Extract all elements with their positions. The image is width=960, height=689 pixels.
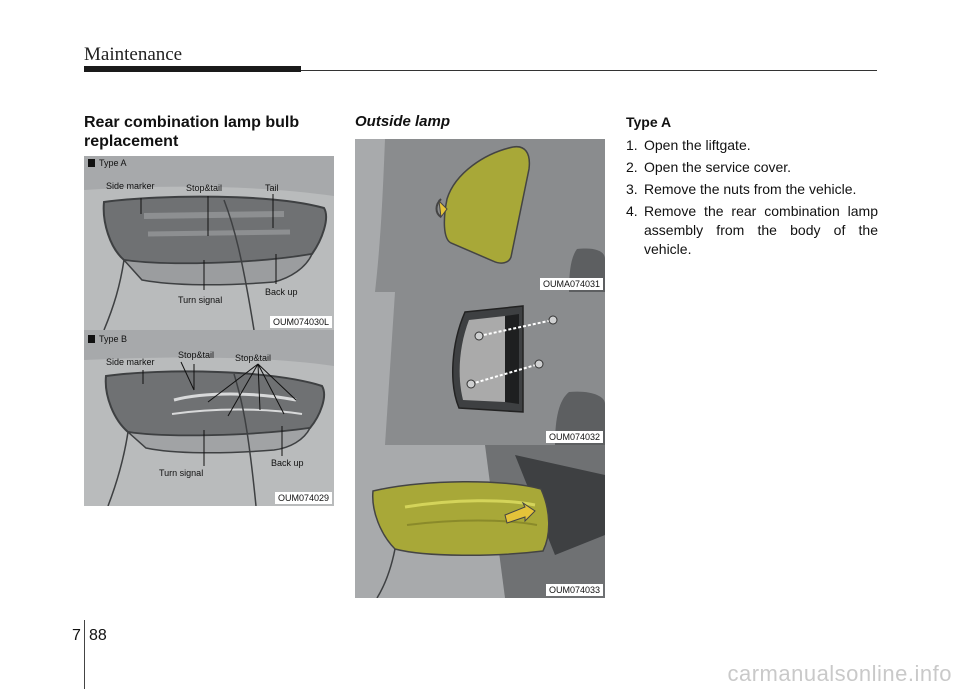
callout-side-marker: Side marker [106, 357, 155, 367]
step-text: Remove the rear combination lamp assembl… [644, 203, 878, 257]
main-heading: Rear combination lamp bulb replacement [84, 114, 300, 150]
step-text: Remove the nuts from the vehicle. [644, 181, 857, 197]
procedure-steps: Type A 1. Open the liftgate. 2. Open the… [626, 113, 878, 262]
callout-back-up: Back up [265, 287, 298, 297]
callout-turn-signal: Turn signal [159, 468, 204, 478]
callout-back-up: Back up [271, 458, 304, 468]
type-marker [88, 159, 95, 167]
figure-type-b: Type B Side marker Stop&tail Stop&tail T… [84, 330, 334, 506]
section-title: Maintenance [84, 44, 183, 65]
step-number: 3. [626, 181, 638, 197]
header-rule-thin [301, 70, 877, 71]
figure-code: OUM074029 [274, 492, 332, 504]
callout-stop-tail: Stop&tail [186, 183, 223, 193]
type-b-label: Type B [88, 334, 127, 344]
figure-type-a: Type A Side marker Stop&tail Tail Turn s… [84, 156, 334, 330]
page-number: 88 [89, 627, 107, 644]
step-item: 4. Remove the rear combination lamp asse… [626, 202, 878, 259]
step-item: 2. Open the service cover. [626, 158, 878, 177]
type-a-label: Type A [88, 158, 127, 168]
step-text: Open the service cover. [644, 159, 792, 175]
step-item: 3. Remove the nuts from the vehicle. [626, 180, 878, 199]
chapter-number: 7 [72, 627, 81, 644]
step-item: 1. Open the liftgate. [626, 136, 878, 155]
callout-stop-tail-2: Stop&tail [235, 353, 272, 363]
step-number: 1. [626, 137, 638, 153]
procedure-type-title: Type A [626, 114, 672, 130]
step-number: 2. [626, 159, 638, 175]
figure-code: OUM074030L [269, 316, 332, 328]
step-text: Open the liftgate. [644, 137, 751, 153]
type-marker [88, 335, 95, 343]
header-rule-thick [84, 66, 301, 72]
figure-code: OUM074032 [545, 431, 603, 443]
callout-stop-tail-1: Stop&tail [178, 350, 215, 360]
page-divider [84, 620, 85, 689]
figure-lamp-removal: OUM074033 [355, 445, 605, 598]
figure-nuts: OUM074032 [355, 292, 605, 445]
figure-code: OUMA074031 [539, 278, 603, 290]
outside-lamp-subheading: Outside lamp [355, 113, 451, 130]
watermark: carmanualsonline.info [727, 661, 952, 686]
callout-turn-signal: Turn signal [178, 295, 223, 305]
figure-code: OUM074033 [545, 584, 603, 596]
figure-service-cover: OUMA074031 [355, 139, 605, 292]
step-number: 4. [626, 203, 638, 219]
callout-side-marker: Side marker [106, 181, 155, 191]
callout-tail: Tail [265, 183, 279, 193]
